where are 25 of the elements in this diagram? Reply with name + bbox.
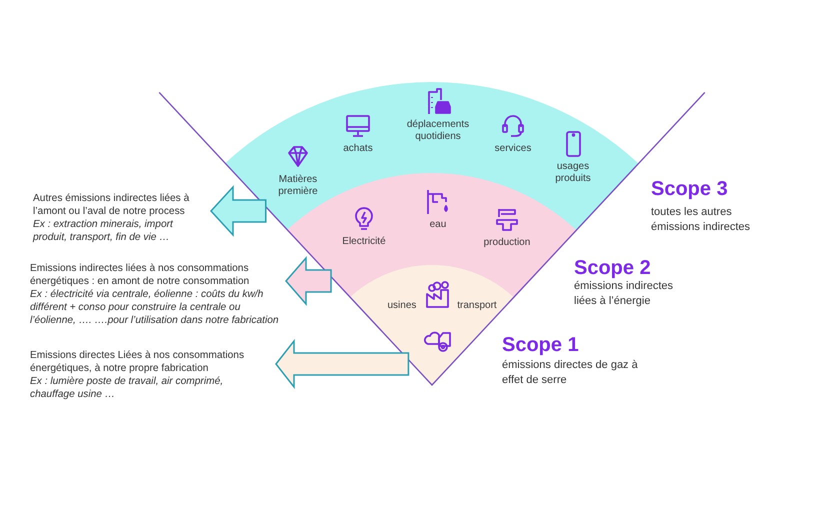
block-arrow — [285, 256, 332, 306]
item-label: eau — [430, 219, 446, 231]
scope-heading: Scope 1 — [502, 334, 579, 356]
block-arrow — [210, 185, 266, 237]
scope-heading: Scope 3 — [651, 178, 728, 200]
scope-description: émissions indirectes liées à l’énergie — [574, 279, 674, 309]
item-label: transport — [457, 300, 497, 312]
description-text: Emissions directes Liées à nos consommations énergétiques, à notre propre fabrication — [30, 349, 246, 375]
item-label: usines — [388, 300, 416, 312]
example-text: Ex : électricité via centrale, éolienne : coûts du kw/h différent + conso pour construire la centrale ou l’éolienne, …. ….pour l’utilisation dans notre fabrication — [30, 288, 280, 327]
description-text: Emissions indirectes liées à nos consommations énergétiques : en amont de notre consommation — [30, 262, 250, 288]
item-label: Matières première — [277, 174, 319, 198]
item-label: usages produits — [554, 161, 592, 185]
item-label: production — [484, 237, 530, 249]
block-arrow — [275, 338, 410, 390]
scope-description: émissions directes de gaz à effet de serre — [502, 358, 639, 388]
example-text: Ex : lumière poste de travail, air comprimé, chauffage usine … — [30, 375, 224, 401]
item-label: achats — [343, 143, 373, 155]
scope-heading: Scope 2 — [574, 257, 651, 279]
example-text: Ex : extraction minerais, import produit, transport, fin de vie … — [33, 218, 174, 244]
item-label: services — [494, 143, 532, 155]
item-label: Electricité — [342, 236, 386, 248]
item-label: déplacements quotidiens — [406, 119, 470, 143]
scope-description: toutes les autres émissions indirectes — [651, 205, 752, 235]
description-text: Autres émissions indirectes liées à l’amont ou l’aval de notre process — [33, 192, 190, 218]
